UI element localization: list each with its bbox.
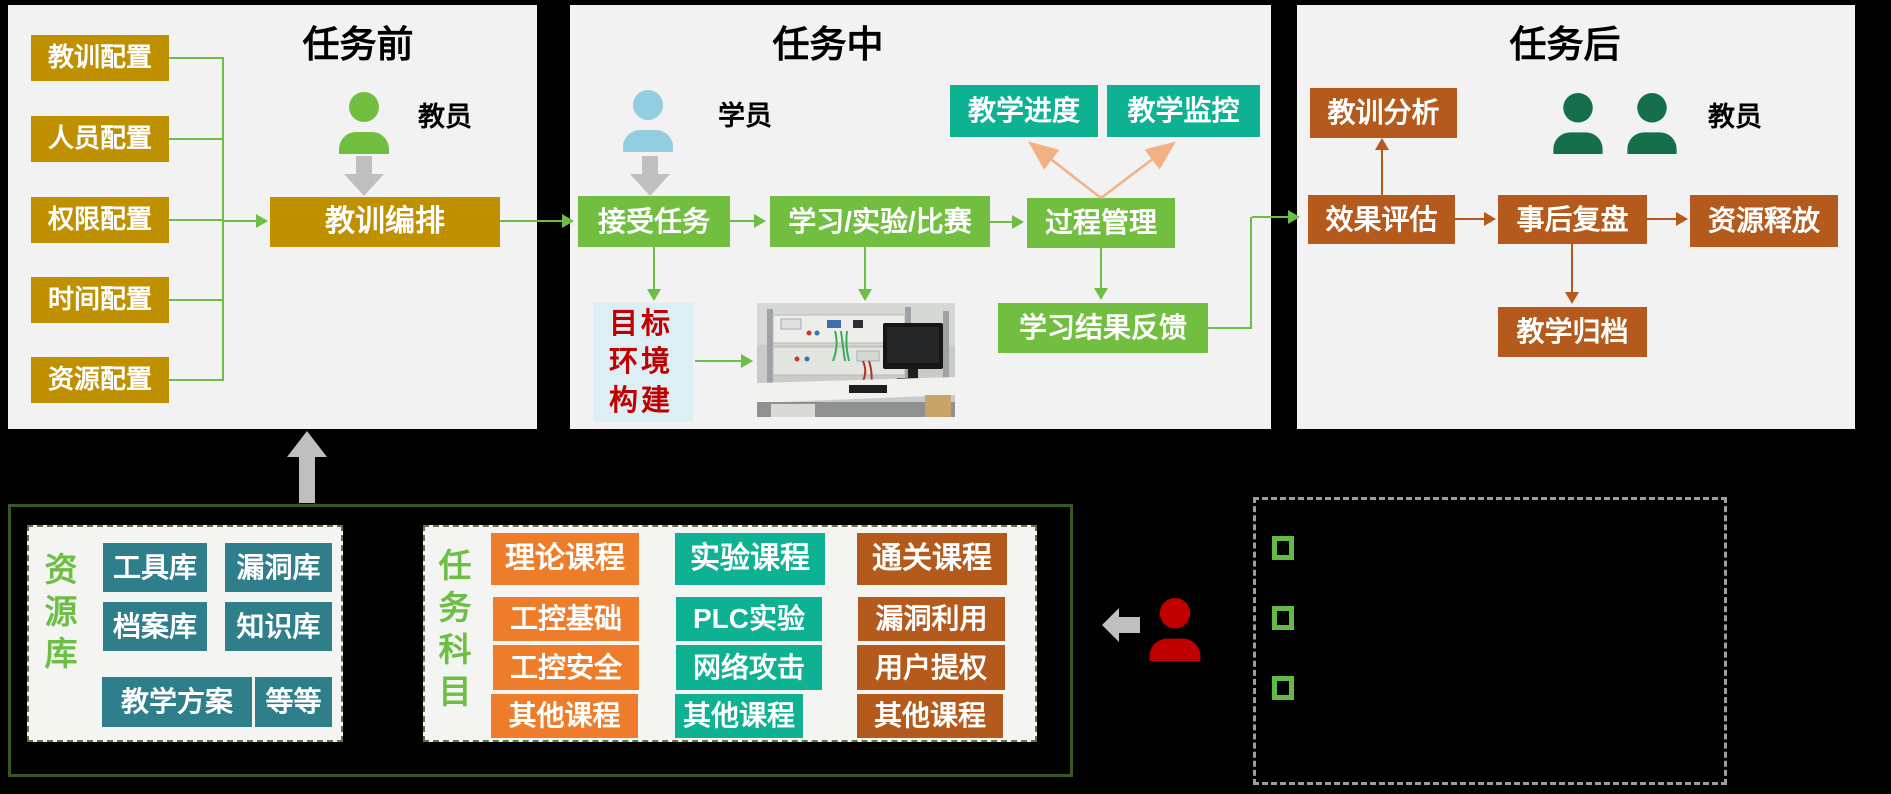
bullet-square-icon: [1272, 606, 1294, 630]
config-box-permission: 权限配置: [31, 197, 169, 243]
subject-ics-basics: 工控基础: [493, 597, 639, 641]
connector-line: [500, 220, 564, 222]
connector-line: [730, 220, 756, 222]
config-box-time: 时间配置: [31, 277, 169, 323]
subject-privilege-escalation: 用户提权: [857, 645, 1005, 690]
connector-line: [223, 220, 257, 222]
connector-line: [1455, 218, 1486, 220]
arrowhead-right-icon: [562, 214, 574, 228]
connector-line: [1250, 217, 1252, 329]
step-box-after-review: 事后复盘: [1498, 195, 1647, 244]
red-user-icon: [1149, 598, 1201, 661]
connector-line: [990, 221, 1014, 223]
step-box-resource-release: 资源释放: [1690, 195, 1838, 247]
subject-other-courses-3: 其他课程: [857, 694, 1003, 738]
teacher-icon: [1627, 93, 1677, 154]
subject-pass-courses: 通关课程: [857, 533, 1007, 585]
library-item-tools: 工具库: [103, 543, 207, 592]
task-subjects-label: 任务科目: [434, 548, 471, 716]
config-box-personnel: 人员配置: [31, 116, 169, 162]
down-block-arrow-icon: [344, 156, 384, 196]
library-item-teaching-plans: 教学方案: [102, 677, 252, 727]
arrowhead-right-icon: [754, 214, 766, 228]
teacher-icon: [339, 92, 389, 154]
pre-actor-label: 教员: [418, 102, 472, 132]
up-block-arrow-icon: [287, 431, 327, 503]
connector-line: [1381, 150, 1383, 195]
connector-line: [653, 247, 655, 289]
library-item-knowledge: 知识库: [225, 602, 332, 651]
env-box-label: 目标环境构建: [609, 308, 674, 417]
orange-v-connectors: [1028, 141, 1176, 199]
connector-line: [695, 360, 743, 362]
subject-plc-experiment: PLC实验: [676, 597, 822, 641]
down-block-arrow-icon: [630, 156, 670, 196]
arrowhead-right-icon: [1484, 212, 1496, 226]
arrowhead-down-icon: [647, 289, 661, 301]
connector-line: [1571, 244, 1573, 292]
step-box-learning-feedback: 学习结果反馈: [998, 303, 1208, 353]
library-item-archives: 档案库: [103, 602, 207, 651]
monitor-box-teaching-monitoring: 教学监控: [1107, 85, 1260, 137]
connector-line: [1647, 218, 1678, 220]
arrowhead-right-icon: [1288, 210, 1300, 224]
arrowhead-right-icon: [1676, 212, 1688, 226]
subject-other-courses-2: 其他课程: [675, 694, 803, 738]
student-icon: [623, 90, 673, 152]
connector-line: [169, 138, 223, 140]
connector-line: [1252, 216, 1290, 218]
arrowhead-down-icon: [1565, 292, 1579, 304]
subject-ics-security: 工控安全: [493, 645, 639, 690]
step-box-process-management: 过程管理: [1027, 198, 1175, 248]
bullet-square-icon: [1272, 676, 1294, 700]
subject-vuln-exploitation: 漏洞利用: [858, 597, 1005, 641]
bullet-square-icon: [1272, 536, 1294, 560]
step-box-lesson-analysis: 教训分析: [1310, 88, 1457, 138]
arrowhead-right-icon: [1012, 215, 1024, 229]
arrowhead-up-icon: [1375, 138, 1389, 150]
library-item-etc: 等等: [255, 677, 332, 727]
pre-task-title: 任务前: [302, 24, 414, 65]
step-box-teaching-archive: 教学归档: [1498, 307, 1647, 357]
connector-line: [169, 219, 223, 221]
connector-line: [864, 247, 866, 289]
config-box-resource: 资源配置: [31, 357, 169, 403]
subject-network-attack: 网络攻击: [676, 645, 822, 690]
connector-line: [169, 57, 223, 59]
step-box-learn-experiment-compete: 学习/实验/比赛: [770, 196, 990, 247]
subject-experiment-courses: 实验课程: [675, 533, 825, 585]
config-box-training: 教训配置: [31, 35, 169, 81]
monitor-box-teaching-progress: 教学进度: [950, 85, 1098, 137]
library-item-vulnerabilities: 漏洞库: [225, 543, 332, 592]
post-actor-label: 教员: [1708, 102, 1762, 132]
lab-equipment-photo: [757, 303, 955, 417]
step-box-accept-task: 接受任务: [578, 196, 730, 247]
notes-box: [1253, 497, 1727, 785]
connector-line: [169, 299, 223, 301]
connector-line: [1100, 248, 1102, 288]
teacher-icon: [1553, 93, 1603, 154]
during-actor-label: 学员: [718, 101, 772, 131]
step-box-effect-evaluation: 效果评估: [1308, 195, 1455, 244]
arrowhead-right-icon: [256, 214, 268, 228]
subject-other-courses-1: 其他课程: [491, 694, 638, 738]
left-block-arrow-icon: [1102, 608, 1140, 642]
arrowhead-right-icon: [741, 354, 753, 368]
resource-library-label: 资源库: [40, 552, 77, 678]
post-task-title: 任务后: [1509, 24, 1621, 65]
connector-line: [1208, 327, 1252, 329]
arrowhead-down-icon: [858, 289, 872, 301]
arrowhead-down-icon: [1094, 288, 1108, 300]
connector-line: [222, 57, 224, 381]
step-box-target-environment: 目标环境构建: [593, 303, 693, 422]
connector-line: [169, 379, 223, 381]
step-box-training-arrangement: 教训编排: [270, 197, 500, 247]
subject-theory-courses: 理论课程: [491, 533, 639, 585]
during-task-title: 任务中: [772, 24, 884, 65]
